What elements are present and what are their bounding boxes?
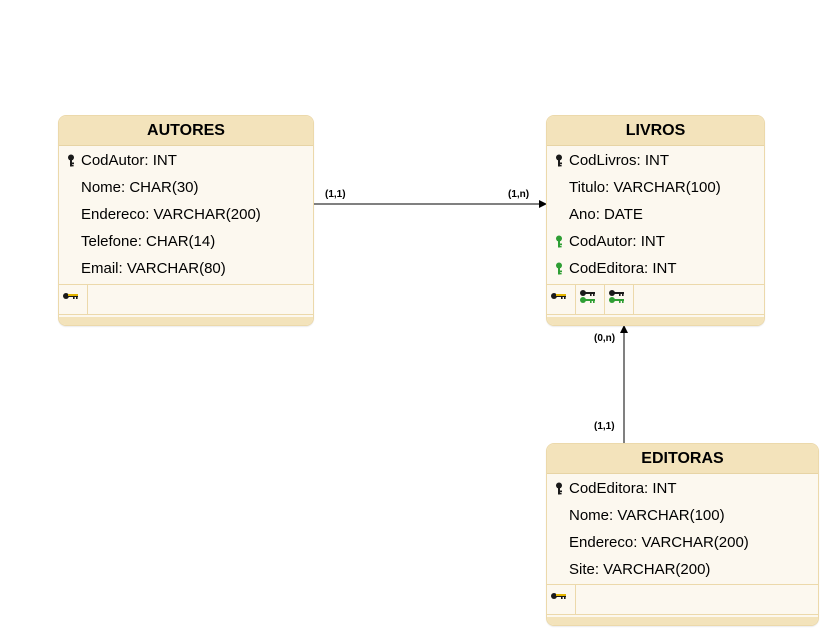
primary-index-icon[interactable] xyxy=(547,285,576,314)
primary-index-icon[interactable] xyxy=(59,285,88,314)
attribute-label: Telefone: CHAR(14) xyxy=(81,233,216,250)
attribute-label: CodEditora: INT xyxy=(569,480,677,497)
entity-livros[interactable]: LIVROS CodLivros: INT Titulo: VARCHAR(100… xyxy=(546,115,765,326)
editoras-livros-arrowhead xyxy=(620,325,628,333)
primary-key-icon xyxy=(68,154,74,167)
attribute-label: CodLivros: INT xyxy=(569,152,670,169)
primary-index-icon[interactable] xyxy=(547,585,576,614)
editoras-livros-to-cardinality: (0,n) xyxy=(594,333,616,344)
autores-livros-from-cardinality: (1,1) xyxy=(325,189,346,200)
attribute-row[interactable]: Endereco: VARCHAR(200) xyxy=(59,201,313,228)
attribute-label: Nome: VARCHAR(100) xyxy=(569,507,725,524)
entity-footer xyxy=(547,317,764,325)
attribute-list: CodAutor: INT Nome: CHAR(30) Endereco: VAR… xyxy=(59,146,313,282)
attribute-row[interactable]: Telefone: CHAR(14) xyxy=(59,228,313,255)
entity-title: EDITORAS xyxy=(547,444,818,474)
attribute-row[interactable]: CodEditora: INT xyxy=(547,475,818,502)
attribute-row[interactable]: Endereco: VARCHAR(200) xyxy=(547,529,818,556)
attribute-label: Ano: DATE xyxy=(569,206,643,223)
entity-title: AUTORES xyxy=(59,116,313,146)
foreign-key-icon xyxy=(556,262,562,275)
attribute-label: Site: VARCHAR(200) xyxy=(569,561,711,578)
attribute-label: Endereco: VARCHAR(200) xyxy=(569,534,749,551)
attribute-row[interactable]: Ano: DATE xyxy=(547,201,764,228)
foreign-key-icon xyxy=(556,235,562,248)
primary-key-icon xyxy=(556,154,562,167)
attribute-list: CodLivros: INT Titulo: VARCHAR(100) Ano: D… xyxy=(547,146,764,282)
attribute-label: Titulo: VARCHAR(100) xyxy=(569,179,721,196)
index-bar xyxy=(59,284,313,315)
attribute-label: Email: VARCHAR(80) xyxy=(81,260,226,277)
autores-livros-to-cardinality: (1,n) xyxy=(508,189,530,200)
editoras-livros-from-cardinality: (1,1) xyxy=(594,421,615,432)
attribute-row[interactable]: Email: VARCHAR(80) xyxy=(59,255,313,282)
autores-livros-arrowhead xyxy=(539,200,547,208)
primary-key-icon xyxy=(556,482,562,495)
attribute-row[interactable]: CodAutor: INT xyxy=(547,228,764,255)
attribute-row[interactable]: Nome: CHAR(30) xyxy=(59,174,313,201)
foreign-index-icon[interactable] xyxy=(605,285,634,314)
attribute-row[interactable]: Site: VARCHAR(200) xyxy=(547,556,818,583)
attribute-label: Endereco: VARCHAR(200) xyxy=(81,206,261,223)
attribute-list: CodEditora: INT Nome: VARCHAR(100) Enderec… xyxy=(547,474,818,583)
attribute-row[interactable]: Titulo: VARCHAR(100) xyxy=(547,174,764,201)
index-bar xyxy=(547,284,764,315)
attribute-row[interactable]: CodLivros: INT xyxy=(547,147,764,174)
attribute-label: CodAutor: INT xyxy=(81,152,177,169)
attribute-label: Nome: CHAR(30) xyxy=(81,179,199,196)
entity-footer xyxy=(547,617,818,625)
entity-footer xyxy=(59,317,313,325)
foreign-index-icon[interactable] xyxy=(576,285,605,314)
entity-editoras[interactable]: EDITORAS CodEditora: INT Nome: VARCHAR(10… xyxy=(546,443,819,626)
entity-autores[interactable]: AUTORES CodAutor: INT Nome: CHAR(30) Ender… xyxy=(58,115,314,326)
attribute-label: CodAutor: INT xyxy=(569,233,665,250)
attribute-row[interactable]: Nome: VARCHAR(100) xyxy=(547,502,818,529)
attribute-row[interactable]: CodEditora: INT xyxy=(547,255,764,282)
attribute-row[interactable]: CodAutor: INT xyxy=(59,147,313,174)
index-bar xyxy=(547,584,818,615)
entity-title: LIVROS xyxy=(547,116,764,146)
attribute-label: CodEditora: INT xyxy=(569,260,677,277)
